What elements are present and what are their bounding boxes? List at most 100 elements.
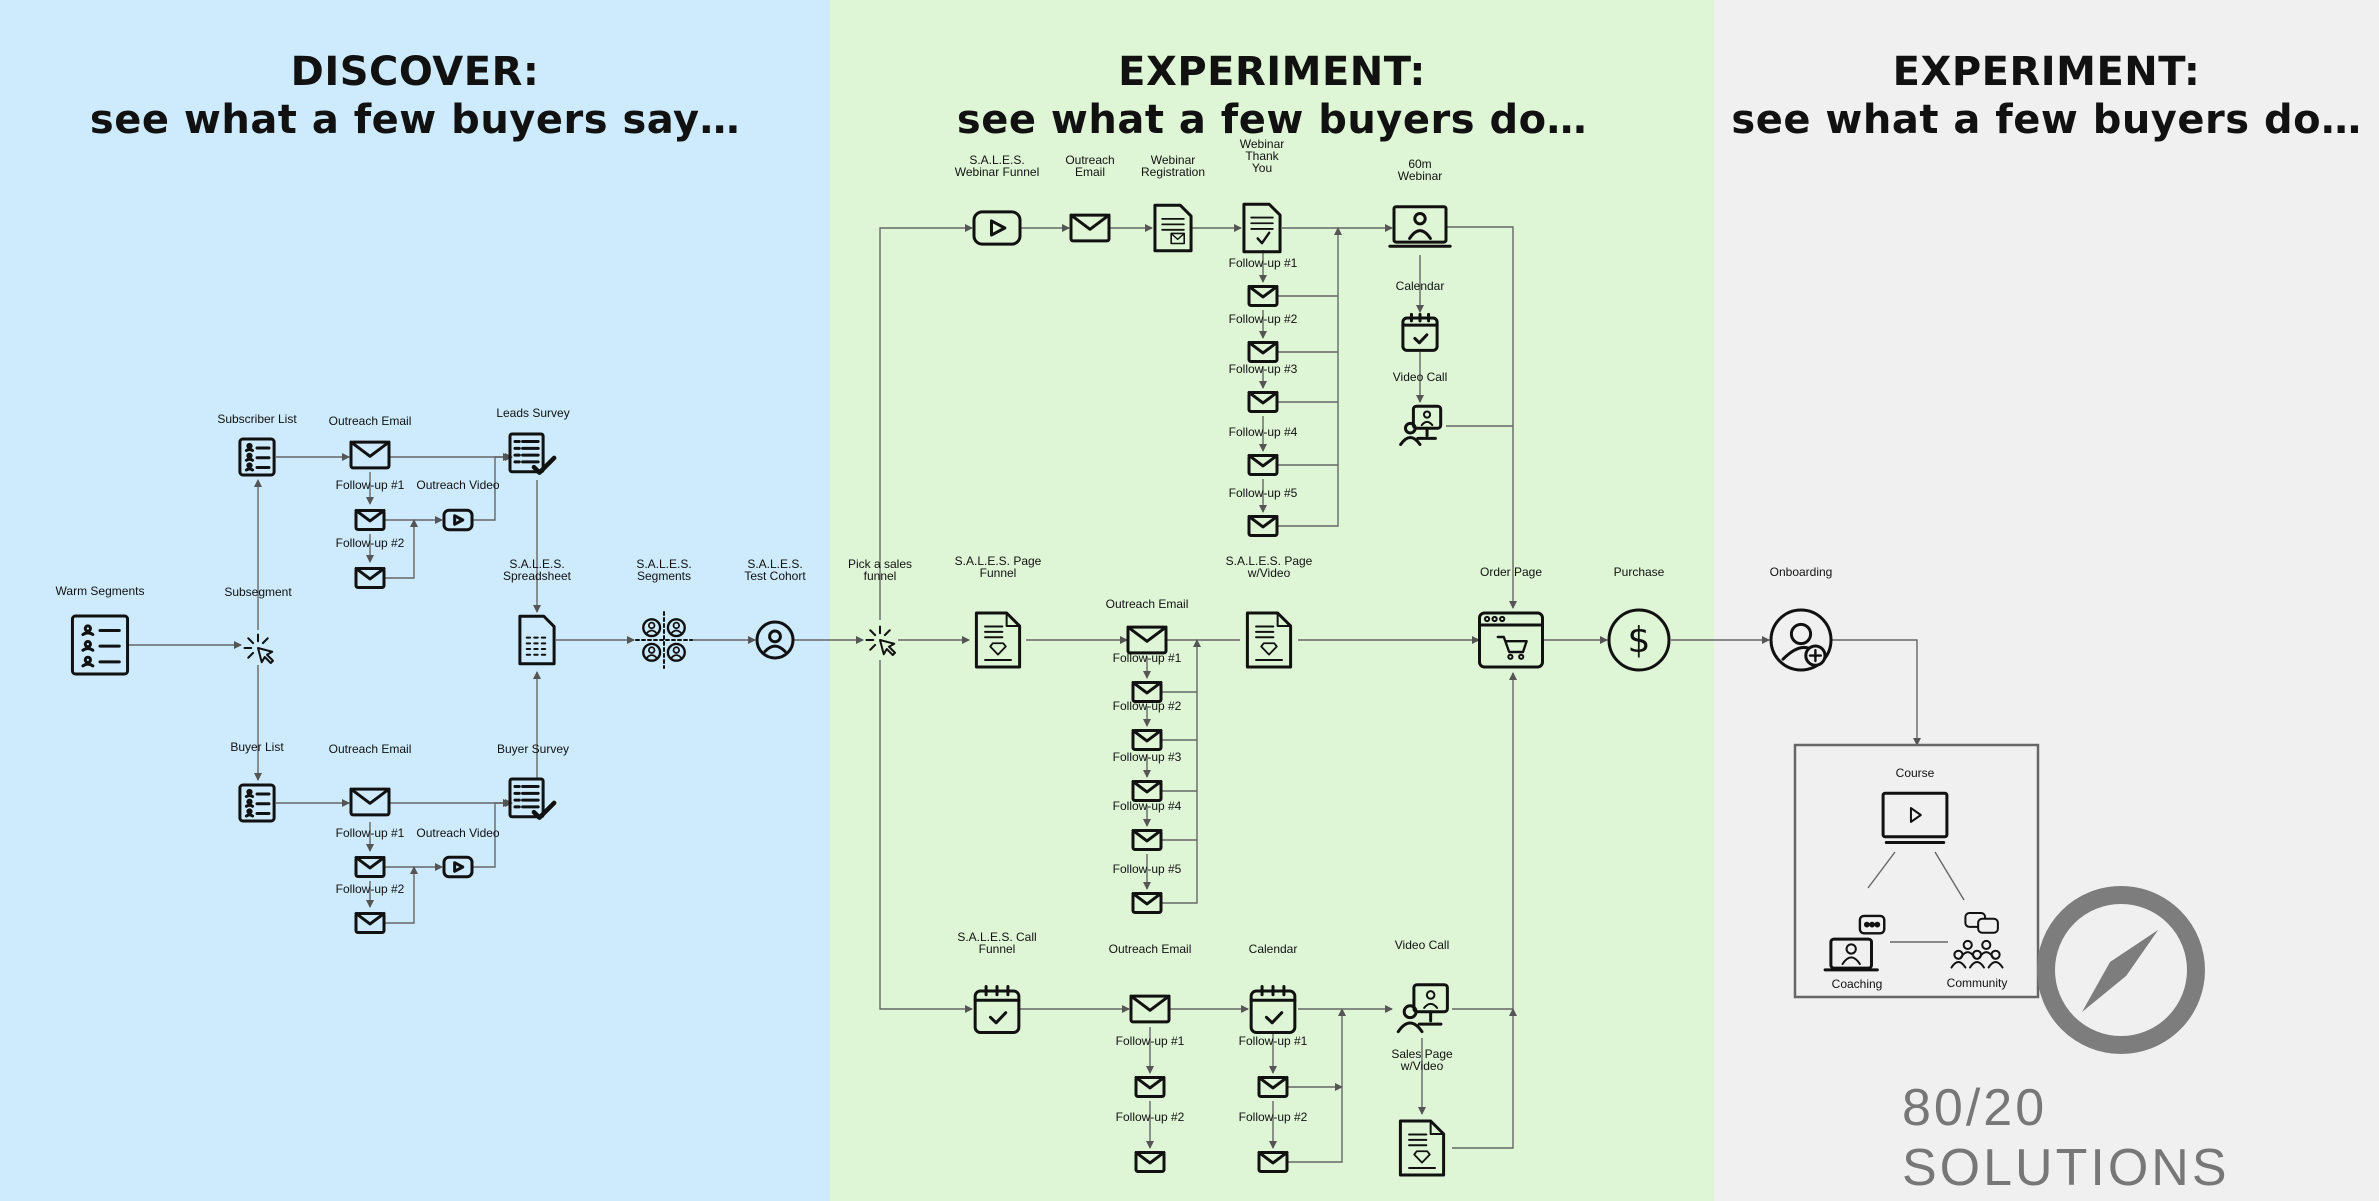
connector-line — [1867, 851, 1896, 889]
node-s_video-label: Outreach Video — [416, 478, 499, 492]
envelope-icon — [1131, 728, 1163, 752]
dollar-icon: $ — [1607, 608, 1671, 672]
node-p_email: Outreach Email — [1106, 597, 1189, 655]
envelope-icon — [354, 911, 386, 935]
node-buyer_survey-label: Buyer Survey — [497, 742, 569, 756]
experiment-title-line2: see what a few buyers do… — [956, 97, 1588, 143]
node-buylist-label: Buyer List — [230, 740, 284, 754]
envelope-icon — [1247, 453, 1279, 477]
connector-line — [472, 453, 511, 521]
node-spreadsheet: S.A.L.E.S.Spreadsheet — [503, 557, 572, 666]
node-p_fu2-label: Follow-up #2 — [1113, 699, 1182, 713]
connector-line — [879, 224, 973, 620]
sales-page-icon — [974, 611, 1022, 669]
list-icon — [238, 437, 276, 477]
sales-page-icon — [1398, 1119, 1446, 1177]
node-c_fu1: Follow-up #1 — [1116, 1034, 1185, 1099]
discover-title-line2: see what a few buyers say… — [89, 97, 741, 143]
envelope-icon — [1247, 514, 1279, 538]
node-spreadsheet-label: S.A.L.E.S.Spreadsheet — [503, 557, 572, 583]
course-icon — [1881, 791, 1949, 845]
connector-line — [1832, 639, 1921, 746]
play-icon — [442, 855, 474, 879]
envelope-icon — [1134, 1075, 1166, 1099]
envelope-icon — [1257, 1150, 1289, 1174]
node-w_cal: Calendar — [1396, 279, 1444, 352]
node-purchase-label: Purchase — [1614, 565, 1665, 579]
reg-page-icon — [1153, 203, 1193, 253]
node-c_fu2-label: Follow-up #2 — [1116, 1110, 1185, 1124]
brand-wordmark: 80/20 SOLUTIONS — [1902, 1079, 2230, 1197]
node-c_fu1-label: Follow-up #1 — [1116, 1034, 1185, 1048]
video-call-icon — [1396, 983, 1449, 1034]
node-c_email: Outreach Email — [1109, 942, 1192, 1024]
node-s_email: Outreach Email — [329, 414, 411, 470]
node-cohort: S.A.L.E.S.Test Cohort — [744, 557, 806, 660]
node-segments: S.A.L.E.S.Segments — [635, 557, 693, 669]
node-c_email-label: Outreach Email — [1109, 942, 1192, 956]
node-w_fu2-label: Follow-up #2 — [1229, 312, 1298, 326]
list-icon — [238, 783, 276, 823]
connector-line — [1278, 227, 1342, 527]
connector-line — [472, 799, 511, 868]
calendar-icon — [1249, 984, 1297, 1034]
discover-panel: DISCOVER: see what a few buyers say… — [0, 0, 830, 1201]
node-s_fu2-label: Follow-up #2 — [336, 536, 405, 550]
node-onboard-label: Onboarding — [1770, 565, 1833, 579]
node-w_fu4-label: Follow-up #4 — [1229, 425, 1298, 439]
node-warm-label: Warm Segments — [56, 584, 145, 598]
node-c_cal-label: Calendar — [1249, 942, 1298, 956]
calendar-icon — [1401, 312, 1439, 352]
node-c_fu2: Follow-up #2 — [1116, 1110, 1185, 1174]
node-community: Community — [1947, 912, 2007, 990]
compass-logo-icon — [2037, 886, 2205, 1054]
node-p_email-label: Outreach Email — [1106, 597, 1189, 611]
node-p_fu4-label: Follow-up #4 — [1113, 799, 1182, 813]
node-c_cfu2: Follow-up #2 — [1239, 1110, 1308, 1174]
node-w_fu5: Follow-up #5 — [1229, 486, 1298, 538]
node-order: Order Page — [1478, 565, 1544, 669]
svg-text:$: $ — [1628, 620, 1651, 661]
node-p_fu5: Follow-up #5 — [1113, 862, 1182, 915]
node-buyer_survey: Buyer Survey — [497, 742, 569, 820]
node-w_vc-label: Video Call — [1393, 370, 1447, 384]
node-w_fu2: Follow-up #2 — [1229, 312, 1298, 364]
connector-line — [1452, 672, 1517, 1010]
envelope-icon — [1247, 390, 1279, 414]
experiment-title-line1: EXPERIMENT: — [1118, 49, 1426, 95]
node-leads_survey-label: Leads Survey — [496, 406, 569, 420]
envelope-icon — [1134, 1150, 1166, 1174]
order-page-icon — [1478, 611, 1544, 669]
connector-line — [1447, 226, 1517, 609]
node-p_fu3-label: Follow-up #3 — [1113, 750, 1182, 764]
cursor-click-icon — [243, 633, 274, 664]
connector-line — [1452, 1008, 1517, 1149]
node-s_fu1: Follow-up #1 — [336, 478, 405, 532]
survey-icon — [508, 432, 557, 475]
node-w_vc: Video Call — [1393, 370, 1447, 446]
envelope-icon — [1131, 828, 1163, 852]
experiment-title-2: EXPERIMENT: see what a few buyers do… — [1714, 48, 2379, 144]
node-b_video: Outreach Video — [416, 826, 500, 879]
envelope-icon — [1131, 680, 1163, 704]
node-b_email: Outreach Email — [329, 742, 411, 817]
node-b_video-label: Outreach Video — [416, 826, 499, 840]
connector-line — [1288, 1008, 1346, 1163]
node-course-label: Course — [1896, 766, 1935, 780]
node-warm: Warm Segments — [56, 584, 145, 676]
connectors — [128, 224, 1965, 1163]
user-circle-icon — [755, 620, 795, 660]
node-b_fu1: Follow-up #1 — [336, 826, 405, 879]
node-b_fu2: Follow-up #2 — [336, 882, 405, 935]
node-subseg: Subsegment — [224, 585, 292, 664]
node-s_fu1-label: Follow-up #1 — [336, 478, 405, 492]
